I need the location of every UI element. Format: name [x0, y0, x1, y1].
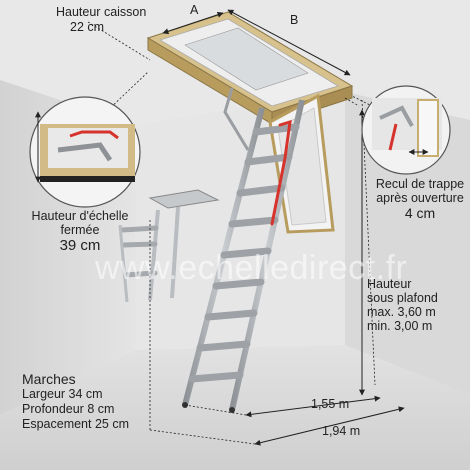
- hauteur-max: max. 3,60 m: [367, 305, 436, 319]
- closed-height-detail: [29, 96, 141, 208]
- hauteur-min: min. 3,00 m: [367, 319, 433, 333]
- depth-155: 1,55 m: [311, 397, 350, 411]
- marches-largeur: Largeur 34 cm: [22, 387, 103, 401]
- hauteur-echelle-line2: fermée: [60, 223, 100, 237]
- watermark: www.echelledirect.fr: [95, 249, 408, 287]
- marches-profondeur: Profondeur 8 cm: [22, 402, 115, 416]
- handrail: [270, 119, 292, 226]
- hauteur-plafond-line1: Hauteur: [367, 277, 412, 291]
- ladder-bracket: [118, 189, 220, 303]
- recul-line2: après ouverture: [376, 191, 464, 205]
- recul-value: 4 cm: [404, 205, 436, 221]
- hauteur-caisson-label: Hauteur caisson: [56, 5, 147, 19]
- dimension-b: B: [290, 13, 299, 27]
- depth-194: 1,94 m: [322, 424, 361, 438]
- hauteur-echelle-line1: Hauteur d'échelle: [31, 209, 129, 223]
- trap-recoil-detail: [361, 85, 451, 175]
- recul-line1: Recul de trappe: [375, 177, 465, 191]
- hauteur-echelle-value: 39 cm: [59, 237, 101, 254]
- marches-title: Marches: [22, 371, 76, 387]
- hinge-arm: [223, 87, 250, 151]
- dimension-a: A: [190, 3, 199, 17]
- hauteur-plafond-line2: sous plafond: [367, 291, 438, 305]
- hauteur-caisson-value: 22 cm: [70, 20, 105, 34]
- right-wall: [345, 92, 470, 395]
- dimension-lines: [162, 9, 405, 446]
- marches-espacement: Espacement 25 cm: [22, 417, 129, 431]
